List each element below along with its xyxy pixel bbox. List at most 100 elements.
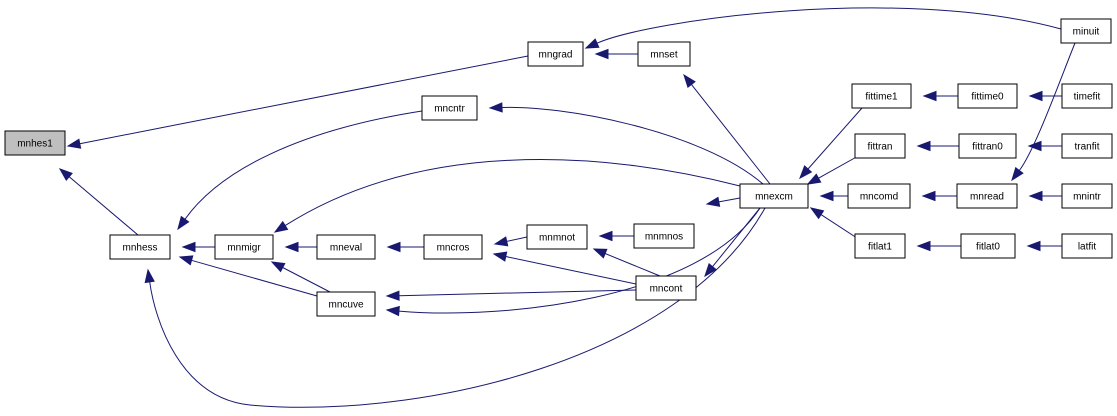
node-mnset[interactable]: mnset — [637, 41, 691, 67]
node-box[interactable] — [421, 95, 478, 121]
node-box[interactable] — [214, 234, 274, 260]
node-box[interactable] — [958, 133, 1017, 159]
node-box[interactable] — [854, 233, 906, 259]
arrow-head-icon — [58, 168, 73, 182]
arrow-head-icon — [1027, 140, 1042, 152]
node-label: fittime1 — [865, 92, 898, 103]
node-fittime1[interactable]: fittime1 — [851, 83, 912, 109]
node-fittran[interactable]: fittran — [854, 133, 906, 159]
node-box[interactable] — [739, 183, 809, 209]
node-label: fittime0 — [971, 92, 1004, 103]
node-box[interactable] — [1061, 183, 1113, 209]
node-box[interactable] — [637, 41, 691, 67]
node-box[interactable] — [527, 41, 584, 67]
node-latfit[interactable]: latfit — [1061, 233, 1113, 259]
edge-mnexcm-to-mnmnos — [705, 196, 741, 207]
arrow-head-icon — [488, 102, 503, 113]
edge-line — [398, 207, 761, 314]
node-box[interactable] — [960, 233, 1016, 259]
node-box[interactable] — [423, 234, 483, 260]
edge-line — [284, 159, 741, 227]
node-mnmnot[interactable]: mnmnot — [526, 224, 588, 250]
node-box[interactable] — [847, 183, 911, 209]
node-box[interactable] — [1061, 83, 1113, 109]
edge-mncont-to-mncuve — [385, 289, 637, 301]
edge-line — [501, 106, 764, 185]
edge-mncntr-to-mnhess — [177, 110, 423, 231]
node-mnexcm[interactable]: mnexcm — [739, 183, 809, 209]
node-label: mnintr — [1073, 192, 1101, 203]
node-minuit[interactable]: minuit — [1060, 18, 1112, 44]
edge-mncomd-to-mnexcm — [819, 190, 848, 202]
arrow-head-icon — [181, 241, 196, 253]
node-mnintr[interactable]: mnintr — [1061, 183, 1113, 209]
arrow-head-icon — [584, 38, 600, 49]
node-box[interactable] — [1061, 233, 1113, 259]
node-mncuve[interactable]: mncuve — [316, 291, 376, 317]
node-mnread[interactable]: mnread — [956, 183, 1018, 209]
edge-layer — [58, 7, 1076, 408]
edge-line — [807, 107, 863, 170]
node-mncros[interactable]: mncros — [423, 234, 483, 260]
edge-line — [596, 7, 1062, 44]
node-layer: mnhes1 mnhess mngrad mnset minuit mncntr mnmig… — [4, 18, 1113, 317]
edge-fittime1-to-mnexcm — [799, 107, 863, 180]
edge-mnhess-to-mnhes1 — [58, 168, 139, 236]
node-mncont[interactable]: mncont — [635, 275, 697, 301]
edge-minuit-to-mngrad — [584, 7, 1062, 49]
node-fittran0[interactable]: fittran0 — [958, 133, 1017, 159]
node-box[interactable] — [316, 234, 376, 260]
edge-line — [712, 207, 761, 268]
node-mnmigr[interactable]: mnmigr — [214, 234, 274, 260]
edge-mnexcm-to-mnhess — [144, 207, 766, 408]
edge-mncont-to-mncros — [492, 251, 637, 285]
node-mngrad[interactable]: mngrad — [527, 41, 584, 67]
node-label: tranfit — [1074, 142, 1099, 153]
node-box[interactable] — [957, 83, 1018, 109]
node-box[interactable] — [854, 133, 906, 159]
node-box[interactable] — [956, 183, 1018, 209]
edge-line — [718, 197, 741, 203]
edge-line — [604, 253, 661, 277]
node-box[interactable] — [1060, 18, 1112, 44]
arrow-head-icon — [916, 140, 931, 152]
node-label: latfit — [1078, 242, 1097, 253]
node-box[interactable] — [316, 291, 376, 317]
edge-line — [79, 55, 529, 145]
node-label: mncntr — [434, 104, 465, 115]
node-mncomd[interactable]: mncomd — [847, 183, 911, 209]
node-box[interactable] — [851, 83, 912, 109]
node-box[interactable] — [635, 275, 697, 301]
edge-mnexcm-to-mnset — [683, 73, 771, 185]
edge-mncuve-to-mnmigr — [270, 261, 331, 293]
node-box[interactable] — [633, 223, 695, 249]
edge-line — [691, 84, 771, 185]
node-mnmnos[interactable]: mnmnos — [633, 223, 695, 249]
edge-mnintr-to-mnread — [1028, 190, 1062, 202]
node-mnhess[interactable]: mnhess — [109, 234, 171, 260]
node-box[interactable] — [4, 130, 66, 156]
arrow-head-icon — [385, 305, 400, 317]
edge-fittran0-to-fittran — [916, 140, 959, 152]
node-box[interactable] — [526, 224, 588, 250]
edge-fittime0-to-fittime1 — [922, 90, 958, 102]
node-fittime0[interactable]: fittime0 — [957, 83, 1018, 109]
node-mneval[interactable]: mneval — [316, 234, 376, 260]
arrow-head-icon — [922, 90, 937, 102]
edge-mnexcm-to-mncuve — [385, 207, 761, 317]
node-box[interactable] — [1061, 133, 1113, 159]
edge-line — [68, 176, 139, 236]
node-mnhes1[interactable]: mnhes1 — [4, 130, 66, 156]
node-mncntr[interactable]: mncntr — [421, 95, 478, 121]
node-timefit[interactable]: timefit — [1061, 83, 1113, 109]
edge-line — [149, 207, 766, 408]
arrow-head-icon — [493, 236, 509, 247]
node-label: fitlat1 — [868, 242, 892, 253]
arrow-head-icon — [144, 268, 155, 284]
node-fitlat0[interactable]: fitlat0 — [960, 233, 1016, 259]
node-box[interactable] — [109, 234, 171, 260]
node-label: mnexcm — [755, 192, 793, 203]
node-fitlat1[interactable]: fitlat1 — [854, 233, 906, 259]
node-tranfit[interactable]: tranfit — [1061, 133, 1113, 159]
edge-line — [398, 289, 637, 297]
